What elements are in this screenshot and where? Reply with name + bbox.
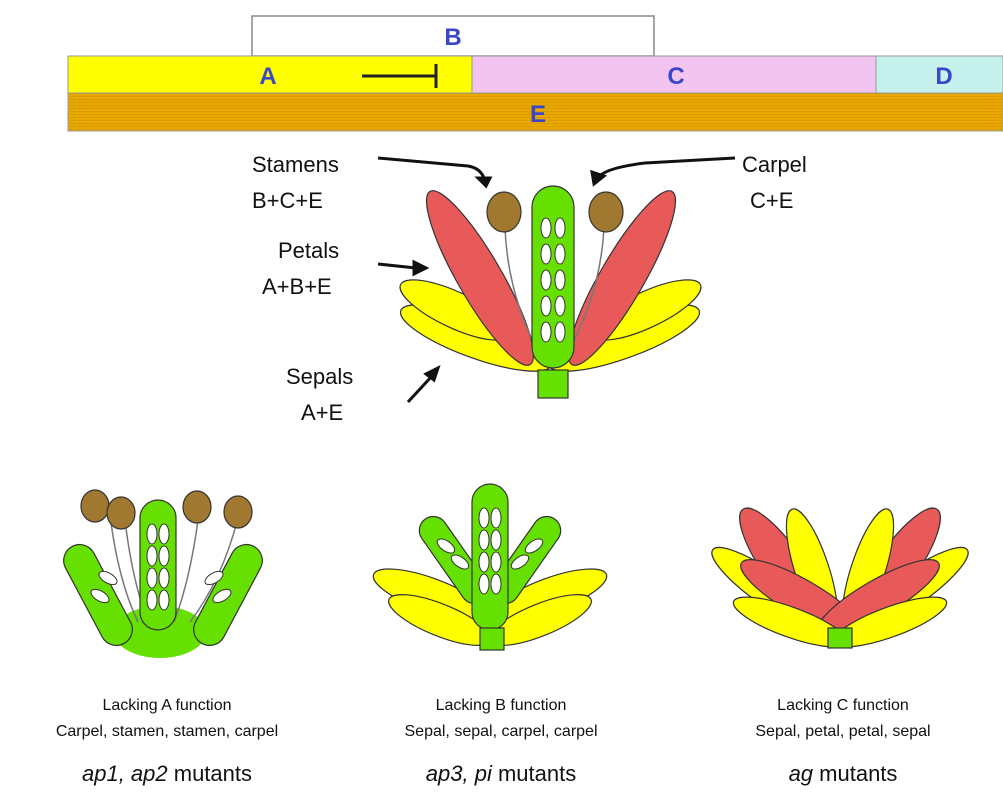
sepals-formula: A+E	[301, 400, 343, 425]
petals-formula: A+B+E	[262, 274, 332, 299]
mutant-c-name: ag mutants	[789, 761, 898, 786]
function-bands: B A C D E	[68, 16, 1003, 131]
mutant-a-line2: Carpel, stamen, stamen, carpel	[56, 723, 278, 740]
mutant-b-name: ap3, pi mutants	[426, 761, 576, 786]
carpel-label: Carpel	[742, 152, 807, 177]
mutant-captions: Lacking A function Carpel, stamen, stame…	[56, 697, 931, 786]
mutant-a-name: ap1, ap2 mutants	[82, 761, 252, 786]
petals-arrow	[378, 264, 416, 268]
stamens-arrow	[378, 158, 484, 178]
mutant-b-line1: Lacking B function	[436, 697, 567, 714]
sepals-arrow	[408, 376, 432, 402]
stamens-formula: B+C+E	[252, 188, 323, 213]
mutant-a-line1: Lacking A function	[103, 697, 232, 714]
mutant-c-line2: Sepal, petal, petal, sepal	[755, 723, 930, 740]
band-b-label: B	[444, 24, 461, 51]
mutant-c-flower	[703, 498, 977, 657]
carpel-formula: C+E	[750, 188, 793, 213]
band-d-label: D	[935, 63, 952, 90]
mutant-b-line2: Sepal, sepal, carpel, carpel	[405, 723, 598, 740]
stamens-label: Stamens	[252, 152, 339, 177]
sepals-label: Sepals	[286, 364, 353, 389]
organ-labels: Stamens B+C+E Carpel C+E Petals A+B+E Se…	[252, 152, 807, 425]
band-e-label: E	[530, 101, 546, 128]
band-a-label: A	[259, 63, 276, 90]
mutant-b-flower	[368, 484, 612, 655]
mutant-c-line1: Lacking C function	[777, 697, 909, 714]
petals-label: Petals	[278, 238, 339, 263]
band-c-label: C	[667, 63, 684, 90]
carpel-arrow	[598, 158, 735, 178]
mutant-a-flower	[58, 490, 268, 658]
